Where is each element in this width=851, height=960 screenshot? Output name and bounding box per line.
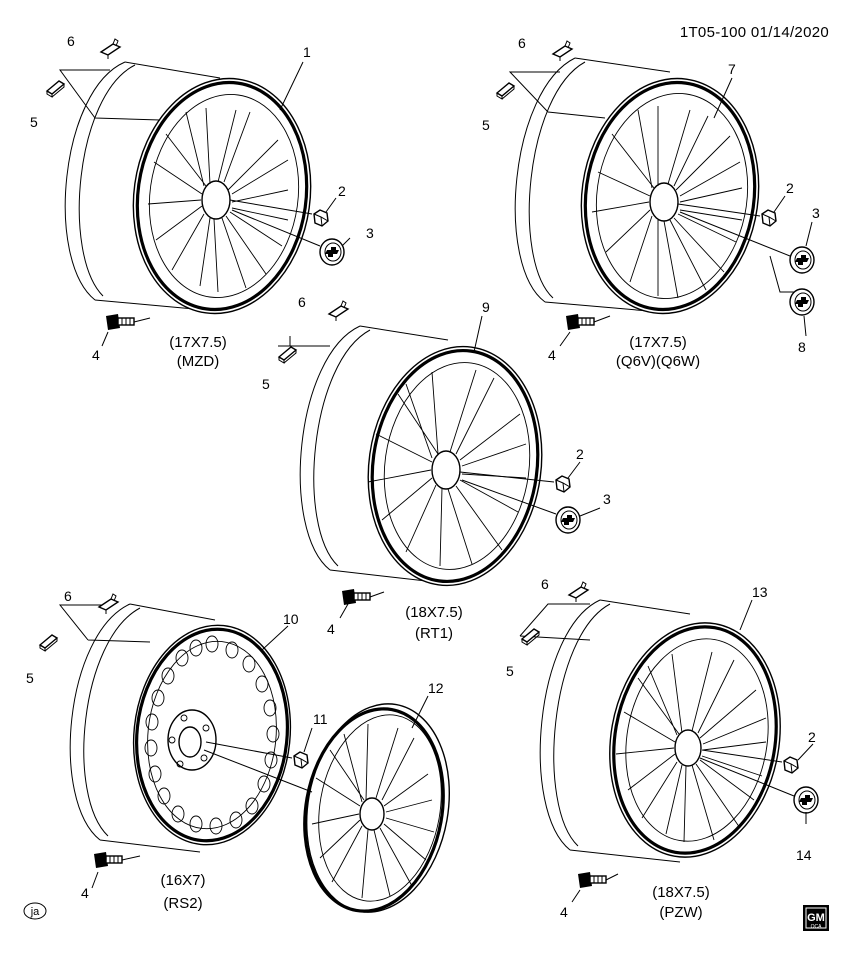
callout-6-c: 6: [298, 294, 306, 310]
wheel-nut-3: [555, 475, 571, 493]
tpms-valve-1: [105, 313, 135, 331]
callout-3-b: 3: [812, 205, 820, 221]
balance-weight-3: [278, 346, 297, 364]
wheel-2-size: (17X7.5): [629, 334, 687, 351]
callout-6-e: 6: [541, 576, 549, 592]
gm-logo: GM OCA: [803, 905, 829, 931]
gm-logo-text: GM: [807, 912, 825, 924]
wheel-5-size: (18X7.5): [652, 884, 710, 901]
callout-3-c: 3: [603, 491, 611, 507]
callout-8: 8: [798, 339, 806, 355]
callout-6-d: 6: [64, 588, 72, 604]
callout-4-a: 4: [92, 347, 100, 363]
callout-10: 10: [283, 611, 299, 627]
clip-weight-2: [552, 40, 573, 62]
wheel-2-hub: [649, 182, 679, 222]
callout-7: 7: [728, 61, 736, 77]
wheel-1-weight-leader: [59, 69, 161, 121]
clip-weight-5: [568, 581, 589, 603]
clip-weight-3: [328, 300, 349, 322]
callout-1: 1: [303, 44, 311, 60]
wheel-nut-1: [313, 209, 329, 227]
diagram-code: 1T05-100: [679, 24, 747, 41]
callout-9: 9: [482, 299, 490, 315]
callout-4-d: 4: [81, 885, 89, 901]
wheel-nut-2: [761, 209, 777, 227]
callout-2-b: 2: [786, 180, 794, 196]
balance-weight-1: [46, 80, 65, 98]
wheel-4-size: (16X7): [160, 872, 205, 889]
center-cap-8: [789, 288, 815, 316]
wheel-5-options: (PZW): [659, 904, 702, 921]
callout-2-d: 2: [808, 729, 816, 745]
wheel-4-rs2-steel: [58, 603, 292, 853]
center-cap-14: [793, 786, 819, 814]
diagram-header: 1T05-100 01/14/2020: [680, 24, 829, 41]
balance-weight-4: [39, 634, 58, 652]
callout-12: 12: [428, 680, 444, 696]
callout-6-b: 6: [518, 35, 526, 51]
wheel-1-options: (MZD): [177, 353, 219, 370]
callout-5-a: 5: [30, 114, 38, 130]
diagram-date: 01/14/2020: [750, 24, 829, 41]
wheel-5-hub: [674, 729, 702, 767]
tpms-valve-2: [565, 313, 595, 331]
callout-5-e: 5: [506, 663, 514, 679]
wheel-5-pzw: [519, 599, 781, 863]
wheel-nut-5: [783, 756, 799, 774]
callout-5-d: 5: [26, 670, 34, 686]
callout-2-c: 2: [576, 446, 584, 462]
clip-weight-4: [98, 593, 119, 615]
tpms-valve-5: [577, 871, 607, 889]
center-cap-3: [555, 506, 581, 534]
callout-4-e: 4: [560, 904, 568, 920]
artist-initials-text: ja: [30, 906, 40, 918]
callout-4-b: 4: [548, 347, 556, 363]
wheel-3-options: (RT1): [415, 625, 453, 642]
callout-5-b: 5: [482, 117, 490, 133]
callout-2-a: 2: [338, 183, 346, 199]
center-cap-2: [789, 246, 815, 274]
callout-13: 13: [752, 584, 768, 600]
callout-4-c: 4: [327, 621, 335, 637]
wheel-3-size: (18X7.5): [405, 604, 463, 621]
wheel-1-hub: [201, 180, 231, 220]
clip-weight-1: [100, 38, 121, 60]
tpms-valve-3: [341, 588, 371, 606]
wheel-4-vent-holes: [144, 635, 280, 835]
wheel-2-options: (Q6V)(Q6W): [616, 353, 700, 370]
callout-6-a: 6: [67, 33, 75, 49]
wheel-3-hub: [431, 450, 461, 490]
wheel-3-rt1: [278, 325, 543, 587]
tpms-valve-4: [93, 851, 123, 869]
artist-initials: ja: [23, 902, 47, 920]
wheel-1-rim-back: [64, 61, 126, 301]
callout-5-c: 5: [262, 376, 270, 392]
wheel-2-q6v-q6w: [508, 57, 795, 315]
gm-logo-subtext: OCA: [811, 924, 823, 930]
callout-11: 11: [313, 711, 328, 727]
wheel-4-options: (RS2): [163, 895, 202, 912]
wheel-1-size: (17X7.5): [169, 334, 227, 351]
wheel-cover-12: [303, 703, 451, 913]
center-cap-1: [319, 238, 345, 266]
wheel-nut-11: [293, 751, 309, 769]
callout-14: 14: [796, 847, 812, 863]
wheel-1-mzd: [59, 61, 312, 315]
balance-weight-2: [496, 82, 515, 100]
callout-3-a: 3: [366, 225, 374, 241]
